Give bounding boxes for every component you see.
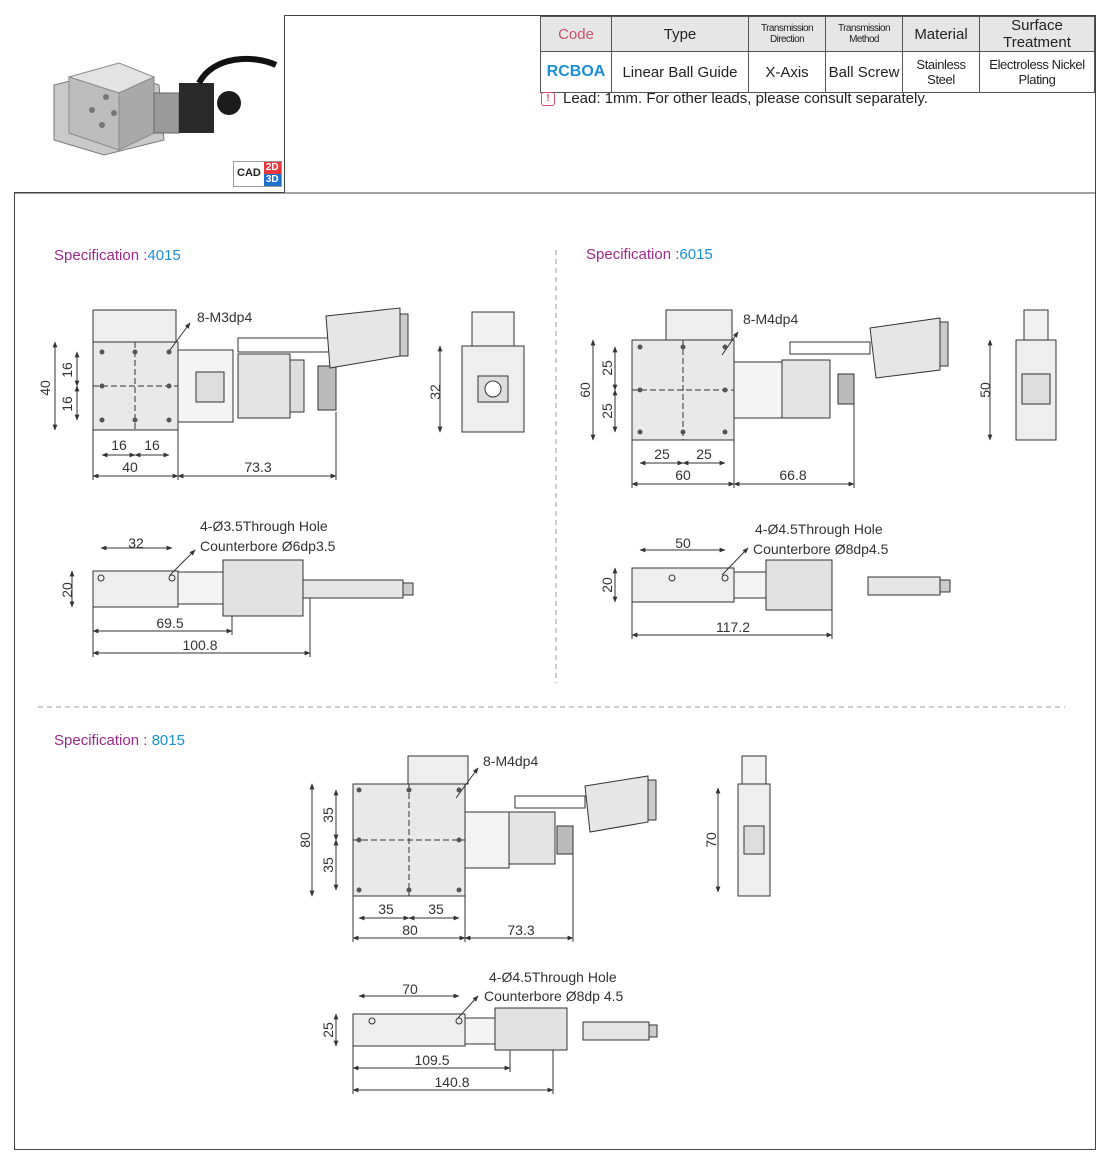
lead-note-text: Lead: 1mm. For other leads, please consu… xyxy=(563,90,928,107)
height-b: 25 xyxy=(599,403,615,419)
tap-label: 8-M4dp4 xyxy=(743,311,798,327)
header-type: Type xyxy=(611,16,749,52)
cell-material: Stainless Steel xyxy=(902,51,980,93)
cell-code: RCBOA xyxy=(540,51,612,93)
counterbore-label: Counterbore Ø6dp3.5 xyxy=(200,538,336,554)
length-b-label: 140.8 xyxy=(434,1074,469,1090)
length-a-label: 69.5 xyxy=(156,615,183,631)
width-total: 60 xyxy=(675,467,691,483)
height-total: 40 xyxy=(37,380,53,396)
side-height: 32 xyxy=(427,384,443,400)
pitch-label: 70 xyxy=(402,981,418,997)
length-b-label: 117.2 xyxy=(716,619,750,635)
spec-title-4015: Specification :4015 xyxy=(54,247,181,264)
spec-4015-top-labels: 8-M3dp4 40 16 16 73.3 40 16 16 xyxy=(37,309,272,475)
height-label: 25 xyxy=(320,1022,336,1038)
hole-label: 4-Ø4.5Through Hole xyxy=(755,521,883,537)
tap-label: 8-M4dp4 xyxy=(483,753,538,769)
spec-6015-top-labels: 8-M4dp4 60 25 25 66.8 60 25 25 xyxy=(577,311,807,483)
spec-6015-front-view xyxy=(612,547,951,639)
height-a: 16 xyxy=(59,362,75,378)
header-transmission-direction: Transmission Direction xyxy=(748,16,826,52)
spec-label: Specification : xyxy=(586,246,680,263)
product-photo xyxy=(14,15,285,193)
width-total: 80 xyxy=(402,922,418,938)
length-a-label: 109.5 xyxy=(414,1052,449,1068)
height-b: 35 xyxy=(320,857,336,873)
motor-length: 73.3 xyxy=(244,459,271,475)
spec-label: Specification : xyxy=(54,247,148,264)
spec-4015-front-view xyxy=(69,545,414,657)
spec-value: 4015 xyxy=(147,247,181,264)
width-b: 35 xyxy=(428,901,444,917)
height-total: 80 xyxy=(297,832,313,848)
height-a: 35 xyxy=(320,807,336,823)
warning-icon: ! xyxy=(541,91,555,106)
header-surface-treatment: Surface Treatment xyxy=(979,16,1095,52)
side-height: 70 xyxy=(703,832,719,848)
hole-label: 4-Ø4.5Through Hole xyxy=(489,969,617,985)
spec-title-6015: Specification :6015 xyxy=(586,246,713,263)
motor-length: 66.8 xyxy=(779,467,806,483)
cad-3d-label: 3D xyxy=(263,174,281,186)
side-height: 50 xyxy=(977,382,993,398)
tap-label: 8-M3dp4 xyxy=(197,309,252,325)
cad-badge[interactable]: CAD 2D 3D xyxy=(233,161,282,187)
stage-photo-illustration xyxy=(53,55,278,156)
spec-8015-top-labels: 8-M4dp4 80 35 35 73.3 80 35 35 xyxy=(297,753,538,938)
spec-8015-top-view xyxy=(309,755,657,942)
header-code: Code xyxy=(540,16,612,52)
pitch-label: 32 xyxy=(128,535,144,551)
spec-8015-front-view xyxy=(333,993,658,1094)
counterbore-label: Counterbore Ø8dp4.5 xyxy=(753,541,889,557)
spec-title-8015: Specification : 8015 xyxy=(54,732,185,749)
spec-4015-front-labels: 4-Ø3.5Through Hole Counterbore Ø6dp3.5 3… xyxy=(59,518,336,653)
width-b: 25 xyxy=(696,446,712,462)
spec-4015-side-view xyxy=(437,311,525,433)
spec-6015-top-view xyxy=(590,309,949,488)
cad-2d-label: 2D xyxy=(263,162,281,174)
header-transmission-method: Transmission Method xyxy=(825,16,903,52)
spec-6015-front-labels: 4-Ø4.5Through Hole Counterbore Ø8dp4.5 5… xyxy=(599,521,889,635)
drawing-frame xyxy=(14,15,1096,1150)
cell-surface: Electroless Nickel Plating xyxy=(979,51,1095,93)
header-material: Material xyxy=(902,16,980,52)
spec-8015-side-view xyxy=(715,755,771,897)
height-a: 25 xyxy=(599,360,615,376)
spec-8015-front-labels: 4-Ø4.5Through Hole Counterbore Ø8dp 4.5 … xyxy=(320,969,624,1090)
height-label: 20 xyxy=(599,577,615,593)
counterbore-label: Counterbore Ø8dp 4.5 xyxy=(484,988,624,1004)
width-b: 16 xyxy=(144,437,160,453)
spec-4015-top-dims xyxy=(52,341,337,480)
pitch-label: 50 xyxy=(675,535,691,551)
lead-note: ! Lead: 1mm. For other leads, please con… xyxy=(541,90,928,107)
spec-label: Specification : xyxy=(54,732,152,749)
height-total: 60 xyxy=(577,382,593,398)
cell-type: Linear Ball Guide xyxy=(611,51,749,93)
cell-direction: X-Axis xyxy=(748,51,826,93)
length-b-label: 100.8 xyxy=(182,637,217,653)
height-b: 16 xyxy=(59,396,75,412)
width-a: 35 xyxy=(378,901,394,917)
spec-6015-side-view xyxy=(987,309,1057,441)
width-a: 16 xyxy=(111,437,127,453)
spec-4015-top-view xyxy=(92,307,409,431)
hole-label: 4-Ø3.5Through Hole xyxy=(200,518,328,534)
height-label: 20 xyxy=(59,582,75,598)
spec-value: 8015 xyxy=(151,732,185,749)
cad-label: CAD xyxy=(237,167,261,179)
cell-method: Ball Screw xyxy=(825,51,903,93)
width-a: 25 xyxy=(654,446,670,462)
spec-value: 6015 xyxy=(679,246,713,263)
width-total: 40 xyxy=(122,459,138,475)
spec-table: Code Type Transmission Direction Transmi… xyxy=(540,16,1095,93)
motor-length: 73.3 xyxy=(507,922,534,938)
